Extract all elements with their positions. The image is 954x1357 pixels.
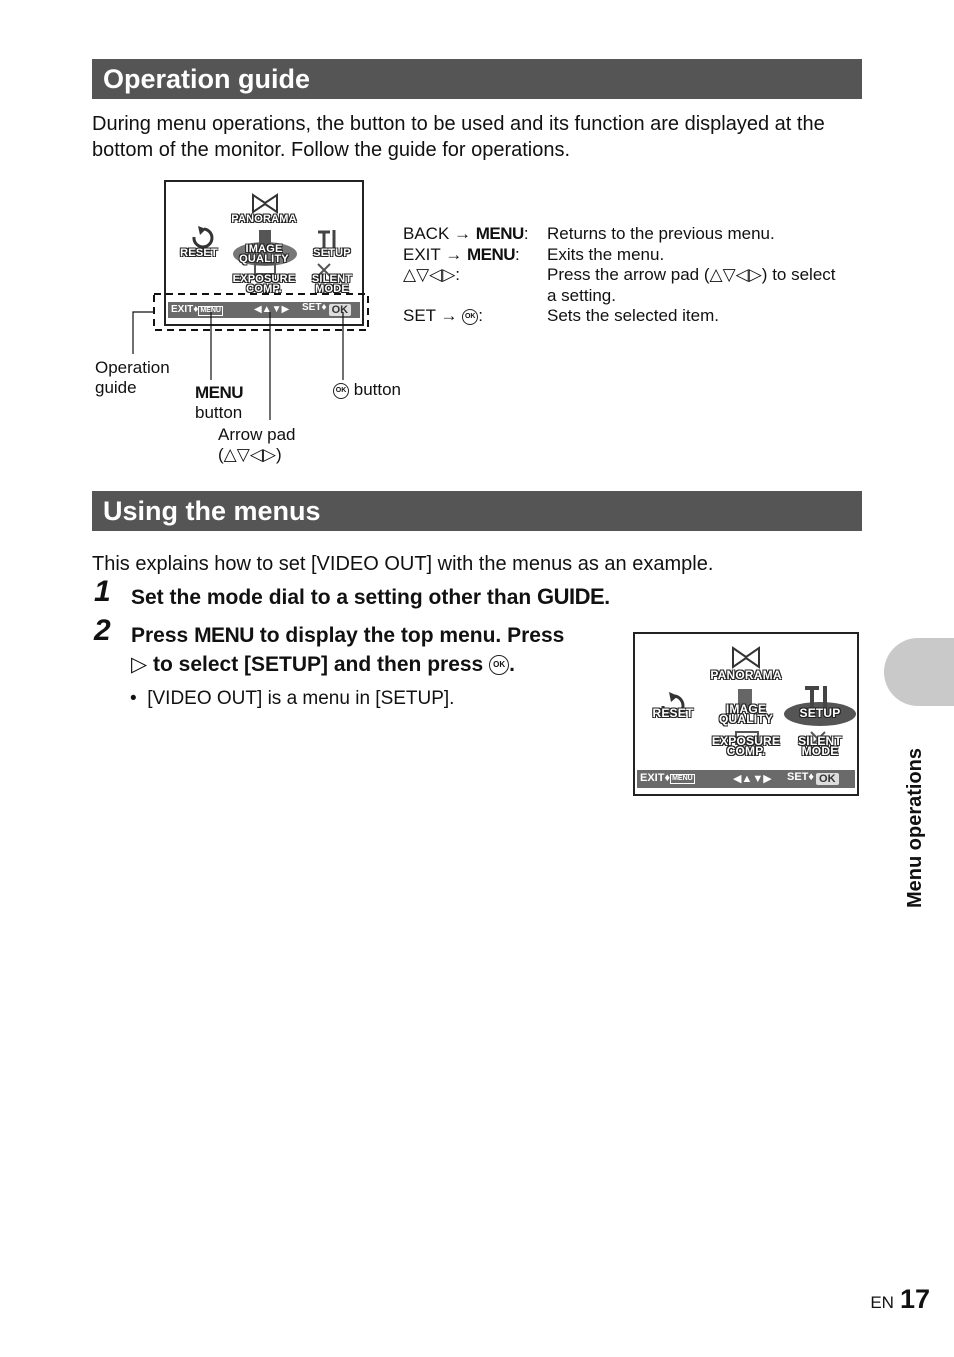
reset-arrow-icon [669,692,678,702]
arrow-pad-icon: △▽◁▷ [403,265,456,284]
callout-ok-button: OK button [333,380,401,400]
using-menus-intro: This explains how to set [VIDEO OUT] wit… [92,553,714,575]
operation-guide-intro: During menu operations, the button to be… [92,113,825,161]
setup-icon [318,230,336,248]
step-2-text: Press MENU to display the top menu. Pres… [131,624,565,676]
setup-icon [805,686,827,708]
definition-arrow-desc: Press the arrow pad (△▽◁▷) to select a s… [547,265,836,305]
step-1-text: Set the mode dial to a setting other tha… [131,584,611,609]
guide-set: SET♦OK [787,771,839,785]
exposure-comp-icon [735,731,759,745]
ok-button-icon: OK [462,308,479,325]
lcd-label-exposure-comp: EXPOSURE COMP. [711,734,781,758]
page-number: 17 [899,1284,930,1314]
ok-button-text: button [353,380,401,399]
guide-set: SET♦OK [302,302,352,316]
menu-key-label: MENU [195,383,244,402]
lcd-label-panorama: PANORAMA [710,668,782,682]
bullet-dot: • [130,688,137,709]
section-title-using-the-menus: Using the menus [92,491,862,531]
ok-button-icon: OK [333,382,349,399]
guide-arrow-pad-icon: ◀▲▼▶ [254,304,290,315]
definition-arrow-term: △▽◁▷: [403,265,461,284]
definition-exit-term: EXIT → MENU: [403,245,520,264]
step-2-number: 2 [94,614,111,647]
lcd-label-setup: SETUP [313,247,351,259]
lcd-label-reset: RESET [180,247,218,259]
selected-item-highlight [784,702,856,726]
step-1-number: 1 [94,575,111,608]
ok-button-icon: OK [489,655,510,676]
guide-exit: EXIT♦MENU [640,772,695,784]
silent-mode-icon [810,731,826,747]
panorama-icon [732,646,760,669]
callout-operation-guide: Operation guide [95,358,170,397]
definition-set-desc: Sets the selected item. [547,306,719,325]
guide-mode-icon: GUIDE [537,584,605,609]
arrow-pad-icon: △▽◁▷ [223,445,276,464]
lcd-label-image-quality: IMAGE QUALITY [718,702,774,726]
lcd-label-silent-mode: SILENT MODE [311,273,353,295]
callout-menu-button: MENU button [195,383,244,423]
definition-set-term: SET → OK: [403,306,483,325]
reset-icon [661,694,685,718]
chapter-tab [884,638,954,706]
reset-icon [192,227,214,249]
lcd-label-setup: SETUP [799,706,841,720]
panorama-icon [252,193,278,214]
bullet-item: • [VIDEO OUT] is a menu in [SETUP]. [130,688,455,709]
guide-menu-key: MENU [198,306,223,316]
lcd-label-image-quality: IMAGE QUALITY [239,243,289,265]
section-title-operation-guide: Operation guide [92,59,862,99]
guide-ok-key: OK [816,773,839,785]
selected-item-highlight [233,242,297,266]
definition-back-term: BACK → MENU: [403,224,529,243]
silent-mode-icon [317,263,331,277]
lcd-operation-guide-bar: EXIT♦MENU ◀▲▼▶ SET♦OK [637,770,855,788]
lcd-label-panorama: PANORAMA [231,213,297,225]
arrow-pad-text: Arrow pad [218,425,296,444]
operation-guide-leader [132,311,154,354]
definition-exit-desc: Exits the menu. [547,245,665,264]
lcd-label-exposure-comp: EXPOSURE COMP. [232,273,296,295]
lcd-menu-screen: PANORAMA RESET IMAGE QUALITY SETUP EXPOS… [164,180,364,326]
lcd-icons [661,646,856,747]
callout-arrow-pad: Arrow pad (△▽◁▷) [218,425,296,464]
right-arrow-icon: ▷ [131,653,148,676]
image-quality-icon [738,689,752,711]
menu-key-label: MENU [194,624,254,647]
exposure-comp-icon [254,263,276,275]
guide-exit: EXIT♦MENU [171,304,223,316]
guide-ok-key: OK [328,304,352,316]
lcd-label-reset: RESET [652,706,694,720]
lcd-operation-guide-bar: EXIT♦MENU ◀▲▼▶ SET♦OK [168,302,360,318]
lcd-icons [192,193,336,277]
image-quality-icon [259,230,271,248]
guide-arrow-pad-icon: ◀▲▼▶ [733,773,772,785]
lcd-menu-screen-setup: PANORAMA RESET IMAGE QUALITY SETUP EXPOS… [633,632,859,796]
definition-back-desc: Returns to the previous menu. [547,224,775,243]
chapter-side-label: Menu operations [904,747,926,908]
lcd-label-silent-mode: SILENT MODE [798,734,842,758]
language-label: EN [870,1293,894,1312]
menu-button-text: button [195,403,243,422]
page-footer: EN 17 [870,1284,930,1315]
reset-arrow-icon [198,226,206,235]
guide-menu-key: MENU [670,774,695,784]
